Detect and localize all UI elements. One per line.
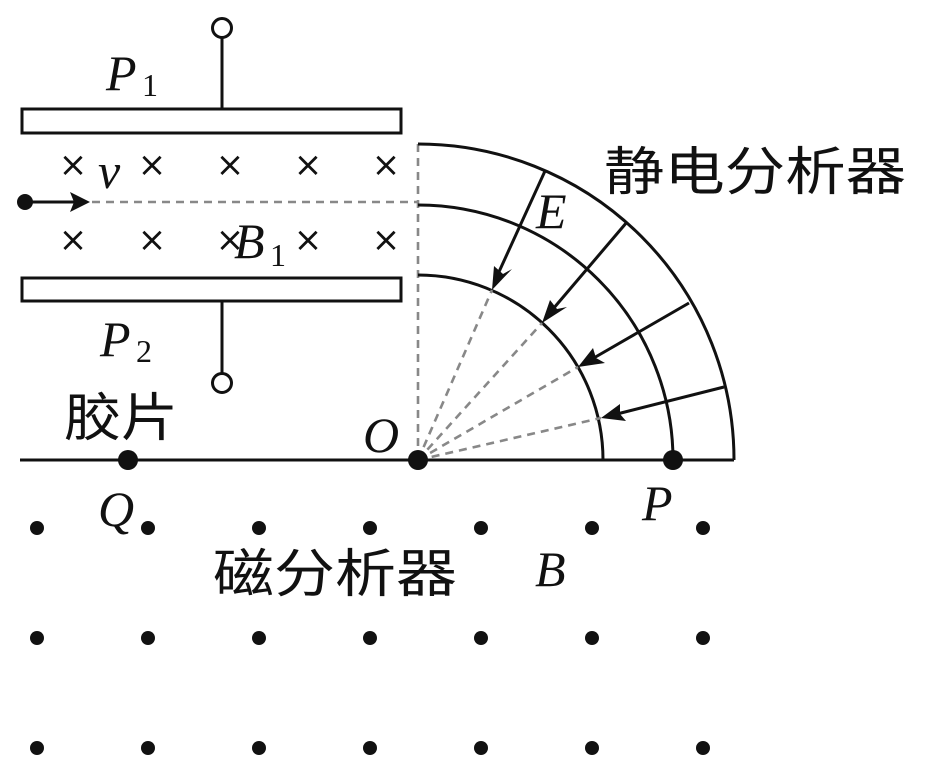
label-electrostatic-analyzer: 静电分析器 [604,143,906,203]
cross-mark: × [138,145,167,185]
label-p: P [641,475,673,531]
label-b1: B [234,213,265,269]
velocity-arrowhead [70,192,90,212]
cross-mark: × [216,220,245,260]
terminal-bottom [211,301,233,394]
label-v: v [98,143,121,199]
cross-mark: × [216,145,245,185]
cross-mark: × [372,220,401,260]
point-o [408,450,428,470]
b1-field-crosses: × × × × × × × × × × [59,145,401,260]
point-p [663,450,683,470]
terminal-top [211,17,233,109]
cross-mark: × [372,145,401,185]
label-p1: P [105,45,137,101]
middle-arc [417,203,675,461]
label-q: Q [98,481,134,537]
b-field-dots [30,521,710,755]
label-o: O [363,407,399,463]
cross-mark: × [59,220,88,260]
e-field-arrows [492,170,725,421]
label-p1-sub: 1 [142,67,158,103]
plate-p2 [20,276,403,303]
cross-mark: × [294,145,323,185]
plate-p1 [20,107,403,135]
label-b1-sub: 1 [270,237,286,273]
outer-arc [417,142,736,461]
cross-mark: × [138,220,167,260]
point-q [118,450,138,470]
label-p2-sub: 2 [136,333,152,369]
label-p2: P [99,311,131,367]
label-b: B [535,541,566,597]
cross-mark: × [59,145,88,185]
radial-dashed-lines [416,289,602,462]
cross-mark: × [294,220,323,260]
label-magnetic-analyzer: 磁分析器 [213,545,457,605]
label-film: 胶片 [64,389,178,449]
label-e: E [535,183,567,239]
